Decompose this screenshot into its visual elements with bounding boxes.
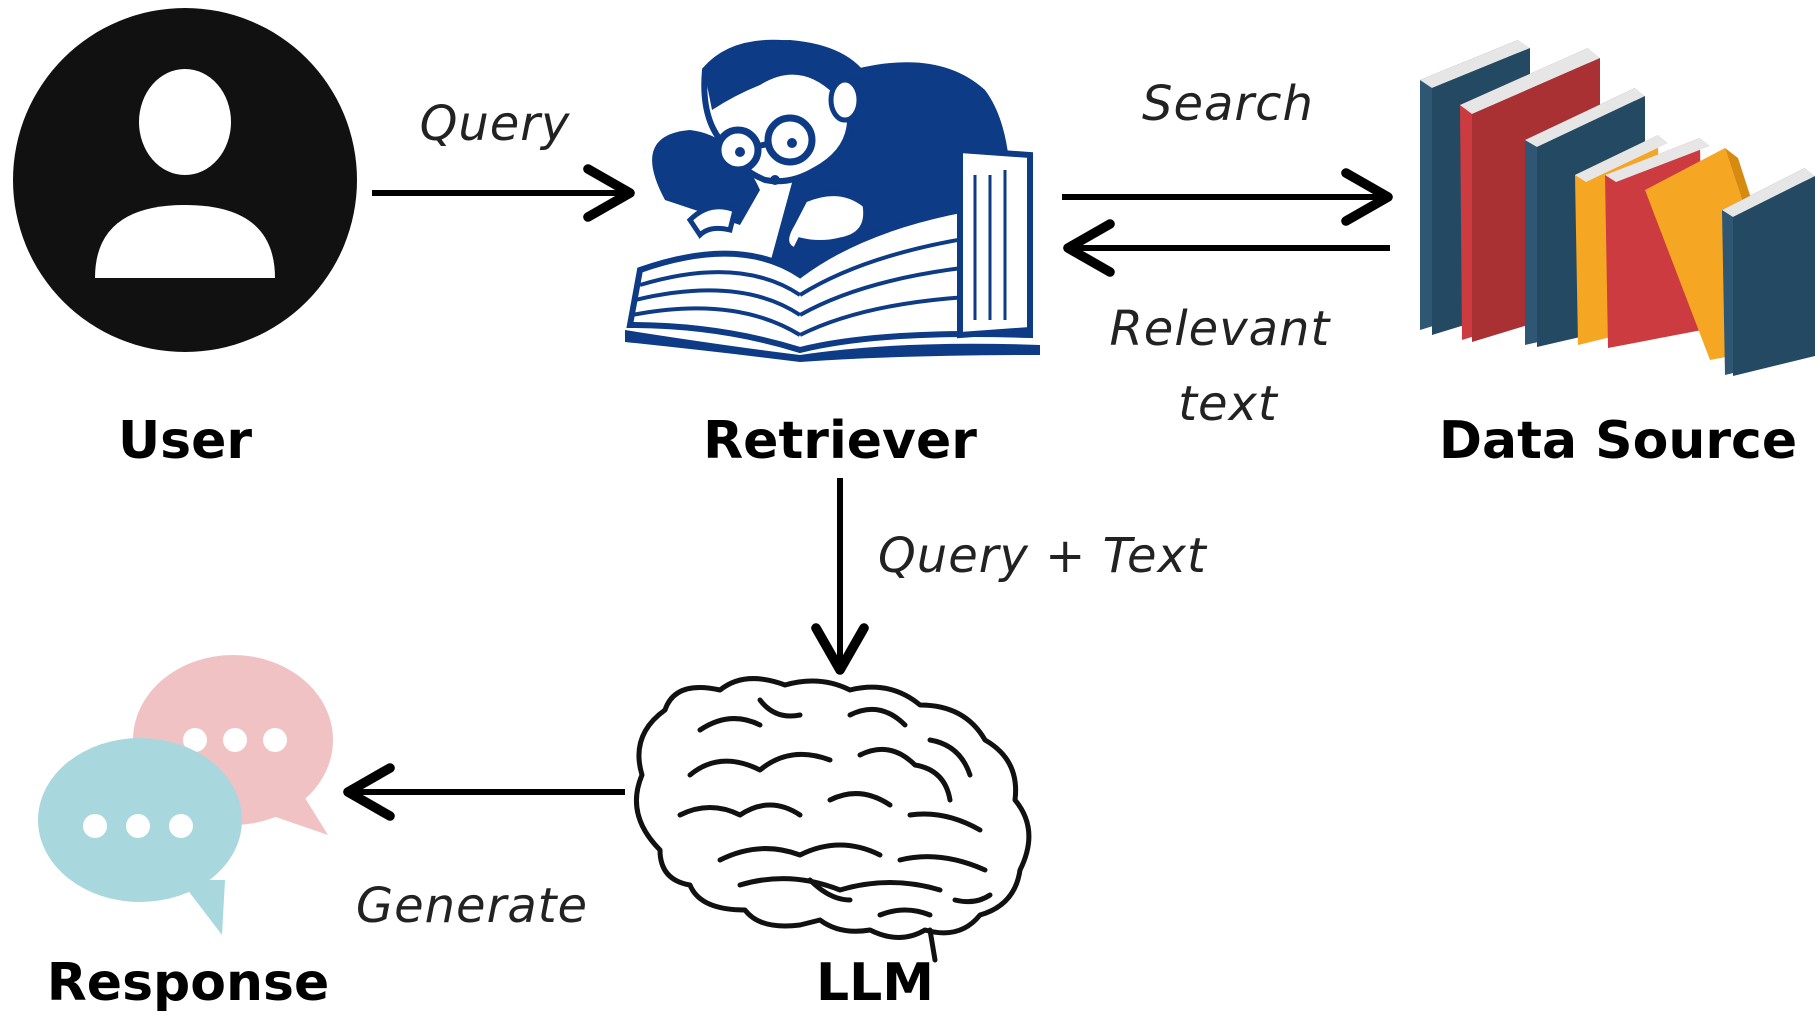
data-source-label: Data Source [1439,411,1797,471]
chat-bubbles-icon [38,655,333,935]
relevant-text-line2: text [1178,376,1279,432]
search-label: Search [1142,76,1314,132]
retriever-label: Retriever [703,411,977,471]
query-text-label: Query + Text [878,528,1208,584]
generate-label: Generate [356,878,588,934]
retriever-reading-icon [625,39,1040,362]
llm-label: LLM [816,953,934,1013]
relevant-text-label: Relevant text [1109,301,1346,432]
relevant-text-line1: Relevant [1109,301,1331,357]
query-label: Query [420,96,571,152]
response-label: Response [47,953,329,1013]
user-icon [13,8,357,352]
teal-bubble [38,738,242,935]
user-label: User [118,411,252,471]
books-icon [1420,40,1815,376]
brain-icon [633,676,1032,963]
